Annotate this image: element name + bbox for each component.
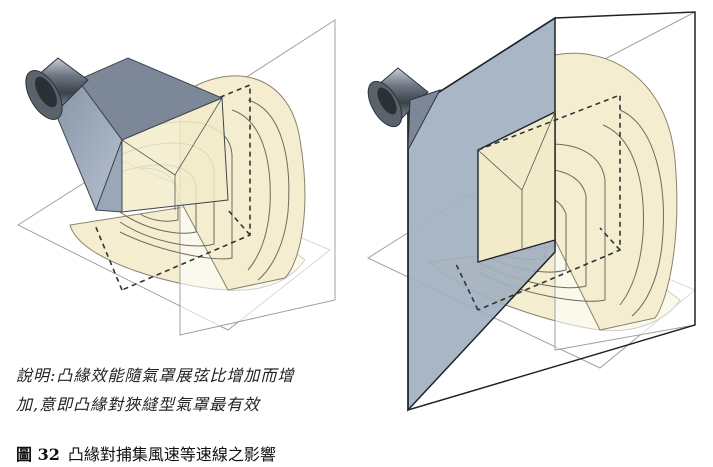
note-line-2: 加,意即凸緣對狹縫型氣罩最有效 [16, 395, 261, 414]
hood-opening [477, 110, 556, 263]
vertical-contour-fill [554, 52, 678, 331]
duct-pipe [25, 57, 89, 120]
plain-hood-panel [16, 19, 336, 336]
figure-caption: 圖 32 凸緣對捕集風速等速線之影響 [16, 441, 276, 465]
hood-opening [121, 97, 229, 213]
figure-label: 圖 32 [16, 445, 60, 464]
flange-outline [407, 11, 696, 412]
note-line-1: 說明:凸緣效能隨氣罩展弦比增加而增 [16, 366, 295, 385]
dashed-hood-outline [454, 93, 621, 311]
flanged-hood-panel [366, 11, 696, 412]
duct-pipe [367, 67, 442, 151]
figure-title: 凸緣對捕集風速等速線之影響 [67, 445, 276, 464]
dashed-hood-outline [94, 83, 251, 291]
